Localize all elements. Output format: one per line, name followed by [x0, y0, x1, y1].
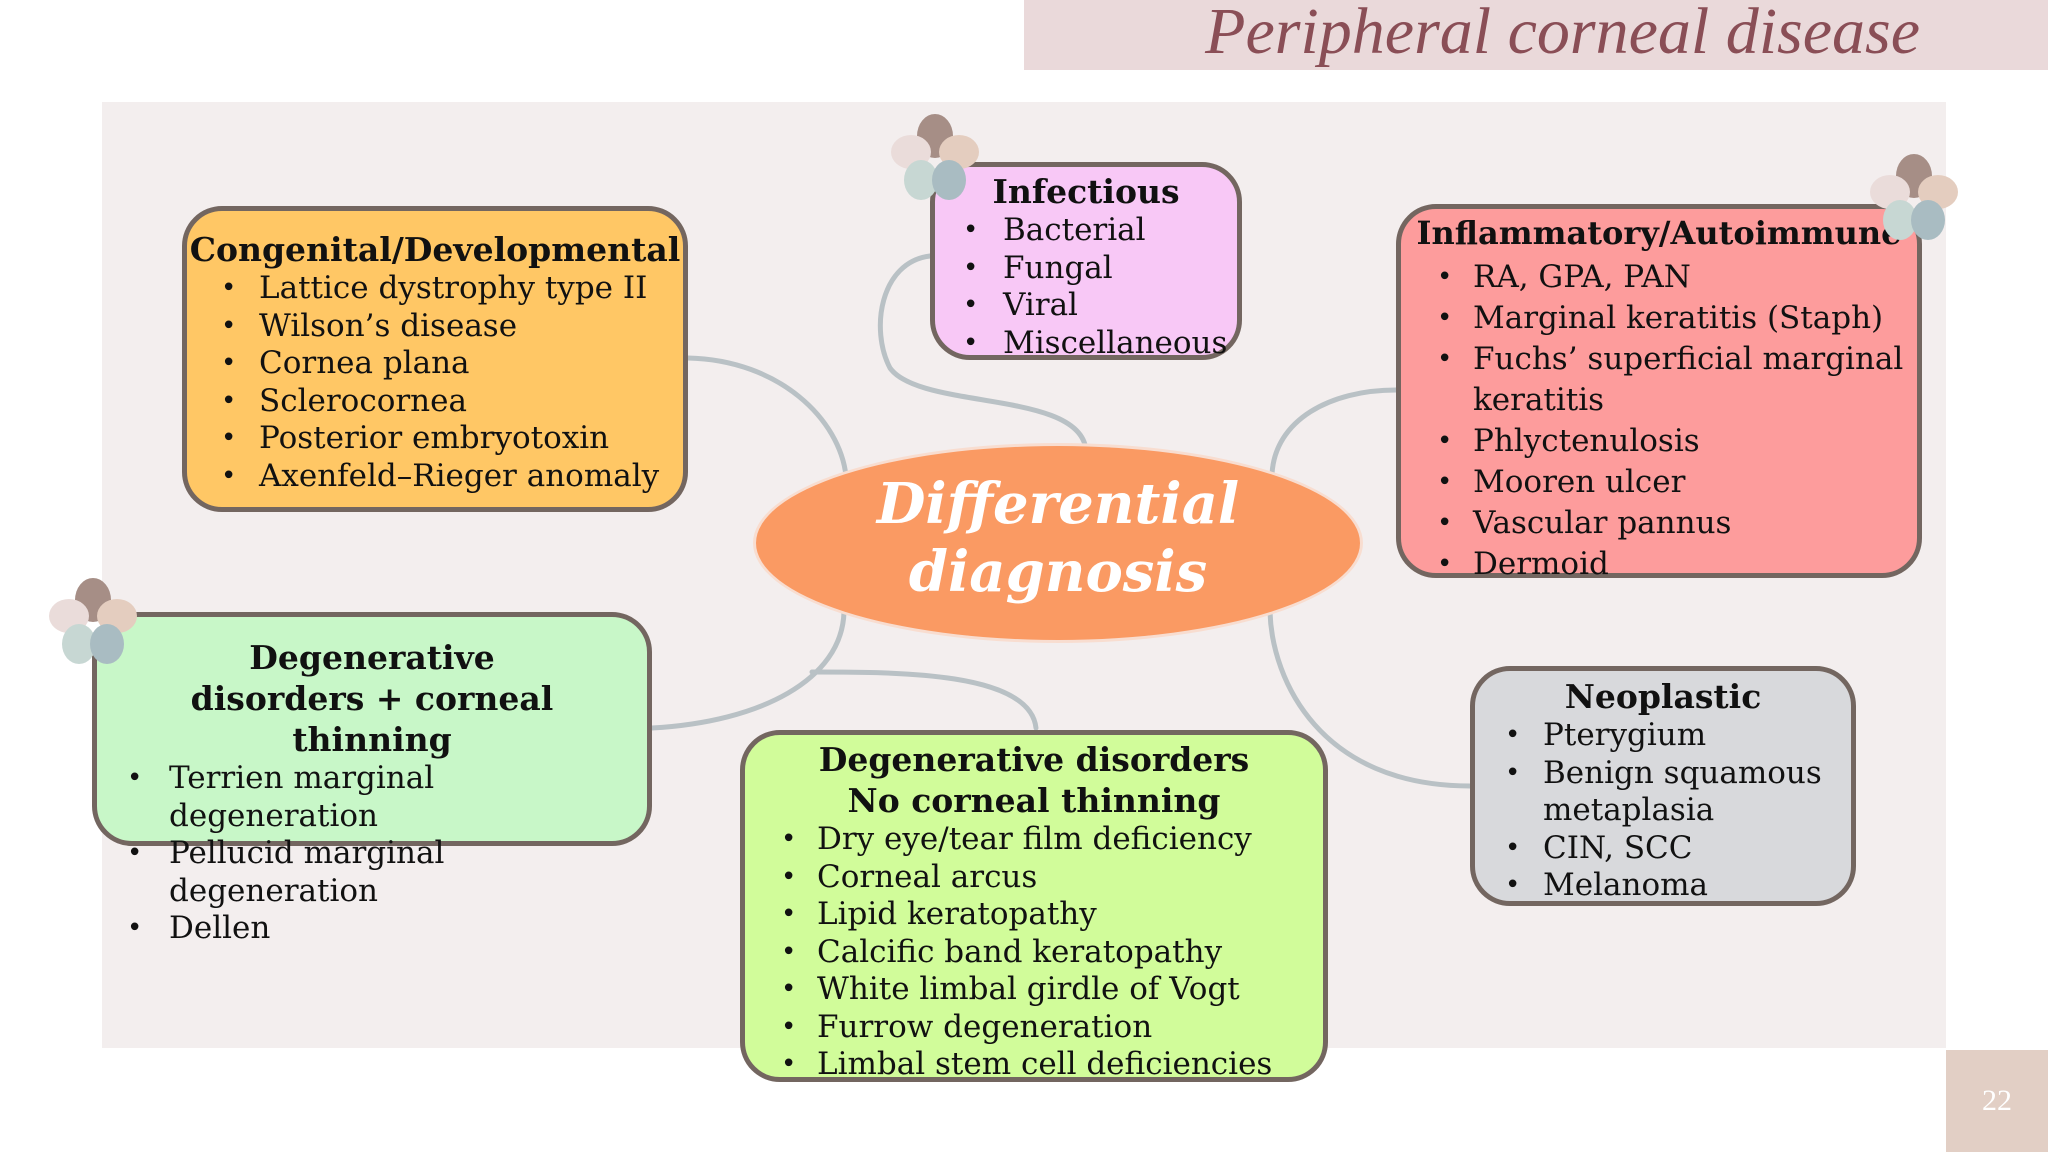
degenerative-thinning-list: Terrien marginal degeneration Pellucid m… [97, 760, 647, 948]
list-item: Pellucid marginal degeneration [97, 835, 647, 910]
list-item: Dermoid [1401, 544, 1917, 585]
list-item: Cornea plana [187, 345, 683, 383]
connector-degen-thin [649, 609, 847, 731]
infectious-title: Infectious [992, 172, 1180, 211]
neoplastic-list: Pterygium Benign squamous metaplasia CIN… [1475, 717, 1851, 905]
list-item: Lipid keratopathy [745, 896, 1323, 934]
list-item: Bacterial [935, 212, 1237, 250]
degenerative-no-thinning-title: Degenerative disorders No corneal thinni… [818, 740, 1250, 820]
list-item: Phlyctenulosis [1401, 421, 1917, 462]
connector-infectious [877, 253, 1089, 453]
infectious-box: Infectious Bacterial Fungal Viral Miscel… [930, 162, 1242, 362]
connector-neoplastic [1267, 609, 1473, 789]
list-item: Wilson’s disease [187, 308, 683, 346]
congenital-list: Lattice dystrophy type II Wilson’s disea… [187, 270, 683, 495]
list-item: Viral [935, 287, 1237, 325]
list-item: Fungal [935, 250, 1237, 288]
page-number: 22 [1982, 1084, 2012, 1117]
title-bar: Peripheral corneal disease [1024, 0, 2048, 70]
inflammatory-title: Inflammatory/Autoimmune [1416, 214, 1902, 252]
list-item: Miscellaneous [935, 325, 1237, 363]
slide-title: Peripheral corneal disease [1205, 0, 1920, 68]
list-item: Terrien marginal degeneration [97, 760, 647, 835]
list-item: CIN, SCC [1475, 830, 1851, 868]
infectious-list: Bacterial Fungal Viral Miscellaneous [935, 212, 1237, 362]
list-item: Sclerocornea [187, 383, 683, 421]
connector-degen-nothin [809, 669, 1039, 731]
degenerative-no-thinning-box: Degenerative disorders No corneal thinni… [740, 730, 1328, 1084]
list-item: Axenfeld–Rieger anomaly [187, 458, 683, 496]
flower-decoration-icon [891, 114, 979, 200]
inflammatory-list: RA, GPA, PAN Marginal keratitis (Staph) … [1401, 257, 1917, 585]
list-item: RA, GPA, PAN [1401, 257, 1917, 298]
list-item: Lattice dystrophy type II [187, 270, 683, 308]
congenital-box: Congenital/Developmental Lattice dystrop… [182, 206, 688, 512]
neoplastic-box: Neoplastic Pterygium Benign squamous met… [1470, 666, 1856, 906]
list-item: Mooren ulcer [1401, 462, 1917, 503]
list-item: Vascular pannus [1401, 503, 1917, 544]
list-item: Pterygium [1475, 717, 1851, 755]
list-item: Corneal arcus [745, 859, 1323, 897]
degenerative-thinning-box: Degenerative disorders + corneal thinnin… [92, 612, 652, 947]
list-item: Limbal stem cell deficiencies [745, 1046, 1323, 1084]
center-node: Differential diagnosis [756, 446, 1360, 640]
list-item: Benign squamous metaplasia [1475, 755, 1851, 830]
list-item: Melanoma [1475, 867, 1851, 905]
connector-congenital [685, 355, 849, 479]
degenerative-thinning-title: Degenerative disorders + corneal thinnin… [190, 638, 554, 759]
center-label: Differential diagnosis [876, 471, 1240, 605]
degenerative-no-thinning-list: Dry eye/tear film deficiency Corneal arc… [745, 821, 1323, 1084]
congenital-title: Congenital/Developmental [189, 230, 681, 269]
list-item: Dellen [97, 910, 647, 948]
list-item: Dry eye/tear film deficiency [745, 821, 1323, 859]
list-item: Marginal keratitis (Staph) [1401, 298, 1917, 339]
list-item: Posterior embryotoxin [187, 420, 683, 458]
list-item: Calcific band keratopathy [745, 934, 1323, 972]
neoplastic-title: Neoplastic [1564, 677, 1762, 716]
list-item: Furrow degeneration [745, 1009, 1323, 1047]
flower-decoration-icon [1870, 154, 1958, 240]
list-item: White limbal girdle of Vogt [745, 971, 1323, 1009]
connector-inflammatory [1269, 387, 1399, 477]
list-item: Fuchs’ superficial marginal keratitis [1401, 339, 1917, 421]
page-number-box: 22 [1946, 1050, 2048, 1152]
inflammatory-box: Inflammatory/Autoimmune RA, GPA, PAN Mar… [1396, 204, 1922, 585]
flower-decoration-icon [49, 578, 137, 664]
